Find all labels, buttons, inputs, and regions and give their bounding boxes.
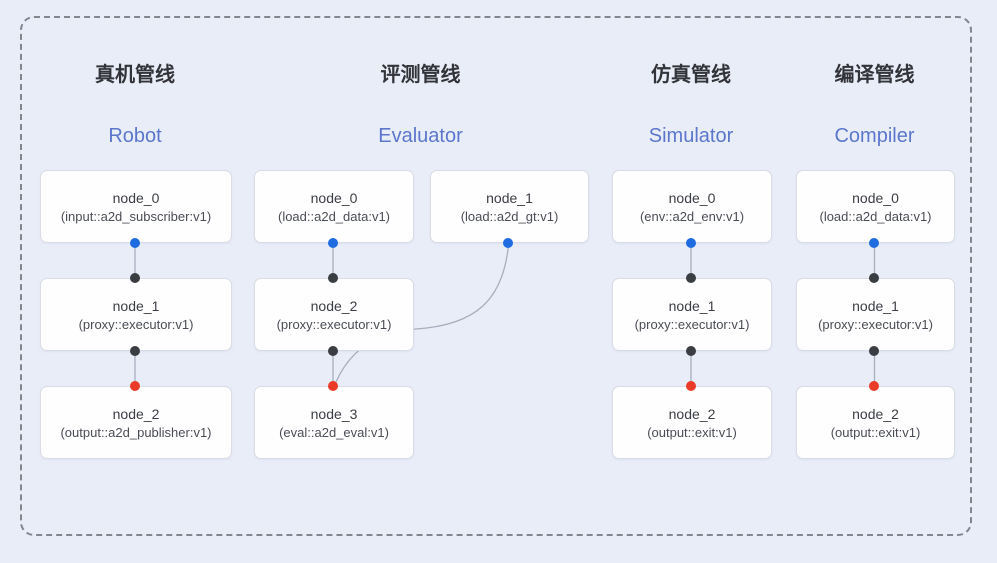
node-name: node_0 — [668, 189, 716, 206]
pipeline-title-en-robot: Robot — [108, 125, 162, 147]
node-name: node_2 — [852, 405, 899, 422]
pipeline-title-zh-compiler: 编译管线 — [834, 64, 915, 86]
node-name: node_2 — [310, 297, 358, 314]
node-name: node_3 — [310, 405, 358, 422]
node-name: node_0 — [852, 189, 899, 206]
simulator-proxy-out-port-dot — [686, 346, 696, 356]
node-impl: (proxy::executor:v1) — [276, 316, 392, 332]
node-impl: (output::exit:v1) — [830, 424, 921, 440]
evaluator-eval-port-dot — [328, 381, 338, 391]
node-name: node_1 — [112, 297, 160, 314]
node-impl: (env::a2d_env:v1) — [639, 208, 745, 224]
pipeline-title-zh-robot: 真机管线 — [95, 64, 175, 86]
node-impl: (output::a2d_publisher:v1) — [60, 424, 212, 440]
simulator-node-1-card[interactable]: node_1 (proxy::executor:v1) — [612, 278, 772, 351]
node-name: node_1 — [852, 297, 899, 314]
simulator-node-2-card[interactable]: node_2 (output::exit:v1) — [612, 386, 772, 459]
pipeline-title-en-simulator: Simulator — [648, 125, 734, 147]
robot-proxy-in-port-dot — [130, 273, 140, 283]
evaluator-node-3-card[interactable]: node_3 (eval::a2d_eval:v1) — [254, 386, 414, 459]
compiler-node-0-card[interactable]: node_0 (load::a2d_data:v1) — [796, 170, 955, 243]
evaluator-proxy-out-port-dot — [328, 346, 338, 356]
compiler-data-port-dot — [869, 238, 879, 248]
pipeline-title-zh-simulator: 仿真管线 — [651, 64, 731, 86]
robot-sink-port-dot — [130, 381, 140, 391]
node-impl: (output::exit:v1) — [647, 424, 737, 440]
node-impl: (input::a2d_subscriber:v1) — [60, 208, 212, 224]
robot-output-port-dot — [130, 238, 140, 248]
pipeline-title-en-evaluator: Evaluator — [378, 125, 463, 147]
node-name: node_0 — [112, 189, 160, 206]
wire-eval-1-3-curve — [334, 244, 510, 384]
robot-proxy-out-port-dot — [130, 346, 140, 356]
node-name: node_2 — [668, 405, 716, 422]
compiler-proxy-out-port-dot — [869, 346, 879, 356]
compiler-node-2-card[interactable]: node_2 (output::exit:v1) — [796, 386, 955, 459]
node-impl: (proxy::executor:v1) — [78, 316, 194, 332]
evaluator-gt-port-dot — [503, 238, 513, 248]
node-name: node_2 — [112, 405, 160, 422]
compiler-node-1-card[interactable]: node_1 (proxy::executor:v1) — [796, 278, 955, 351]
simulator-node-0-card[interactable]: node_0 (env::a2d_env:v1) — [612, 170, 772, 243]
compiler-exit-port-dot — [869, 381, 879, 391]
node-name: node_1 — [486, 189, 533, 206]
node-impl: (proxy::executor:v1) — [818, 316, 933, 332]
simulator-env-port-dot — [686, 238, 696, 248]
node-name: node_0 — [310, 189, 358, 206]
node-impl: (load::a2d_data:v1) — [277, 208, 391, 224]
simulator-exit-port-dot — [686, 381, 696, 391]
evaluator-proxy-in-port-dot — [328, 273, 338, 283]
robot-node-1-card[interactable]: node_1 (proxy::executor:v1) — [40, 278, 232, 351]
robot-node-2-card[interactable]: node_2 (output::a2d_publisher:v1) — [40, 386, 232, 459]
evaluator-node-0-card[interactable]: node_0 (load::a2d_data:v1) — [254, 170, 414, 243]
evaluator-node-1-card[interactable]: node_1 (load::a2d_gt:v1) — [430, 170, 589, 243]
node-name: node_1 — [668, 297, 716, 314]
node-impl: (eval::a2d_eval:v1) — [279, 424, 389, 440]
simulator-proxy-in-port-dot — [686, 273, 696, 283]
node-impl: (load::a2d_gt:v1) — [460, 208, 559, 224]
node-impl: (load::a2d_data:v1) — [819, 208, 932, 224]
evaluator-data-port-dot — [328, 238, 338, 248]
pipeline-title-en-compiler: Compiler — [834, 125, 915, 147]
node-impl: (proxy::executor:v1) — [634, 316, 750, 332]
compiler-proxy-in-port-dot — [869, 273, 879, 283]
robot-node-0-card[interactable]: node_0 (input::a2d_subscriber:v1) — [40, 170, 232, 243]
evaluator-node-2-card[interactable]: node_2 (proxy::executor:v1) — [254, 278, 414, 351]
pipeline-title-zh-evaluator: 评测管线 — [380, 64, 461, 86]
